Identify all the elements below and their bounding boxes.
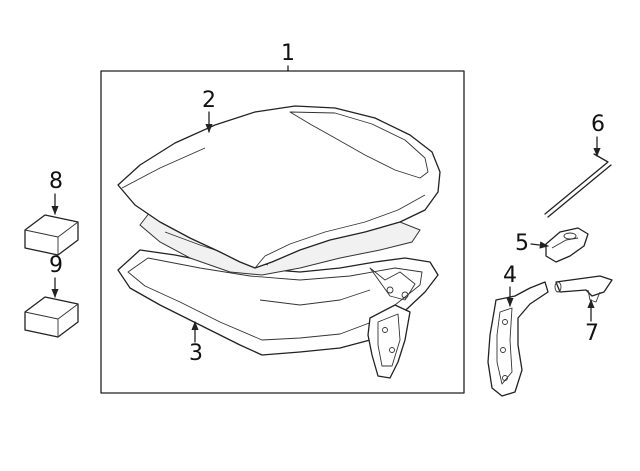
part-9-block: [24, 296, 79, 338]
assembly-frame: [100, 65, 465, 394]
callout-8: 8: [49, 169, 63, 194]
callout-5: 5: [515, 231, 529, 256]
part-2-roof-panel: [117, 105, 441, 276]
part-5-clip: [545, 227, 589, 263]
leader-lines: [51, 111, 601, 343]
callout-7: 7: [585, 321, 599, 346]
callout-9: 9: [49, 253, 63, 278]
callout-6: 6: [591, 112, 605, 137]
part-8-block: [24, 214, 79, 256]
callout-2: 2: [202, 88, 216, 113]
callout-4: 4: [503, 263, 517, 288]
callout-3: 3: [189, 341, 203, 366]
part-4-bracket: [487, 281, 549, 397]
part-7-fitting: [554, 275, 613, 303]
part-6-rod: [544, 153, 612, 218]
callout-1: 1: [281, 41, 295, 66]
part-3-roof-frame: [117, 249, 439, 379]
